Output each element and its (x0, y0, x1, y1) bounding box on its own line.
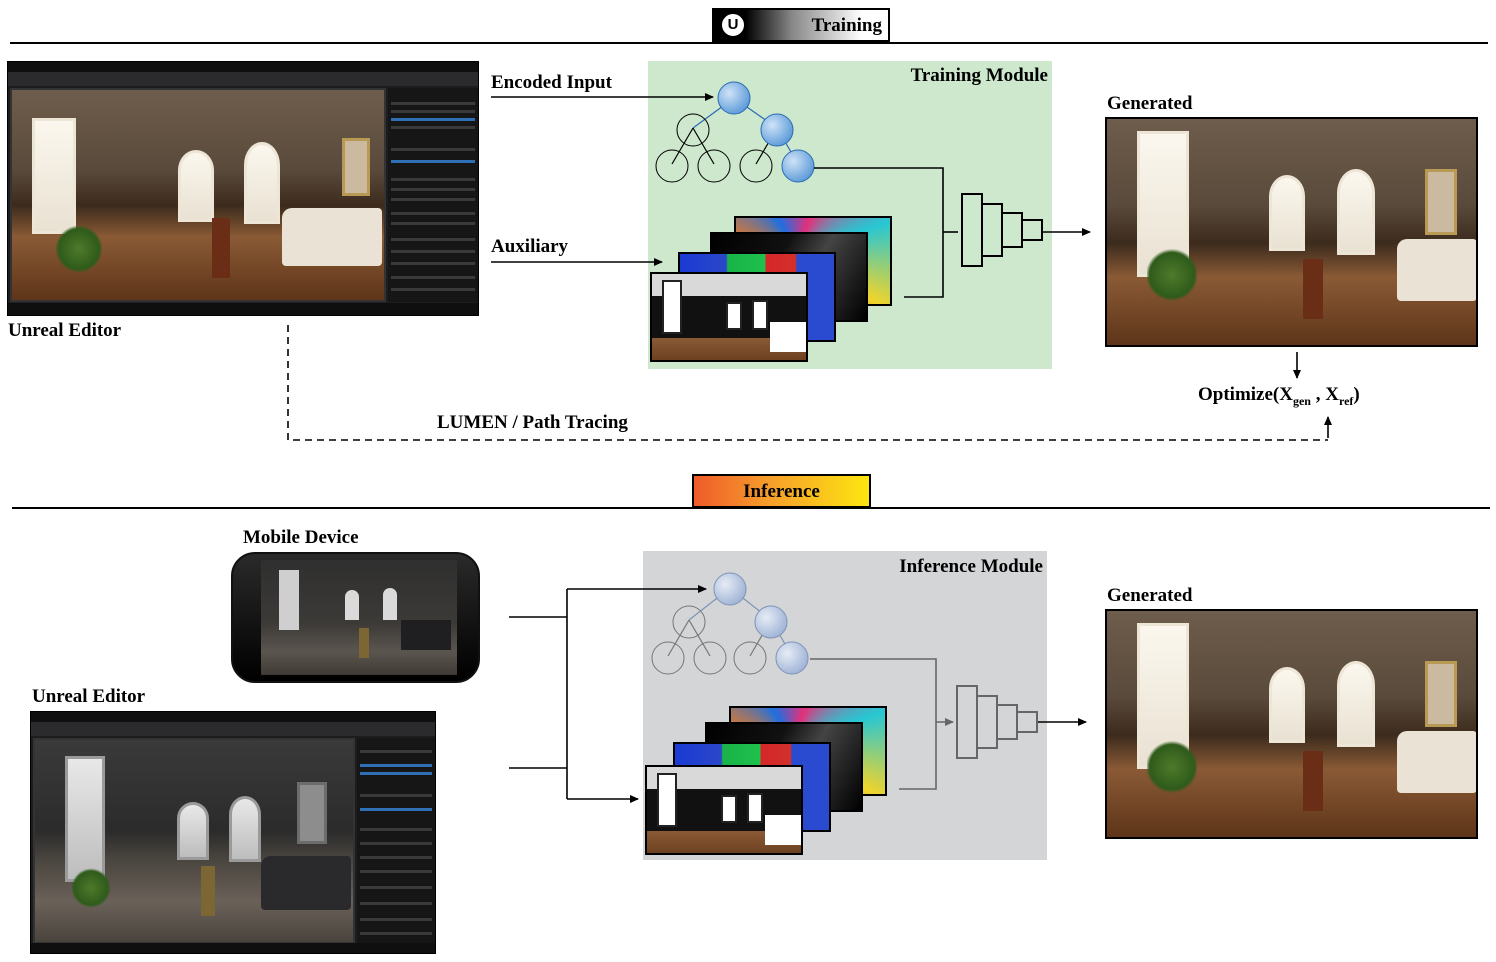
aux-map-segmentation-inference (645, 765, 803, 855)
viewport-render (10, 88, 386, 302)
unreal-editor-label-inference: Unreal Editor (32, 686, 146, 707)
inference-network-stack (956, 685, 1038, 759)
mobile-device-image (231, 552, 480, 683)
encoded-input-tree-inference (651, 572, 809, 675)
optimize-label: Optimize(Xgen , Xref) (1198, 384, 1360, 408)
training-arrows (287, 93, 1332, 441)
unreal-editor-label-training: Unreal Editor (8, 320, 122, 341)
aux-map-segmentation (650, 272, 808, 362)
generated-image-training (1105, 117, 1478, 347)
inference-divider (12, 507, 1490, 509)
auxiliary-label-training: Auxiliary (491, 236, 569, 257)
unreal-logo-icon: U (720, 12, 746, 38)
generated-label-training: Generated (1107, 93, 1193, 114)
training-divider (10, 42, 1488, 44)
viewport-render-inference (33, 738, 355, 944)
inference-arrows (509, 585, 1087, 803)
training-badge-label: Training (811, 15, 882, 36)
lumen-path-tracing-label: LUMEN / Path Tracing (437, 412, 628, 433)
inference-module-title: Inference Module (899, 556, 1043, 577)
generated-label-inference: Generated (1107, 585, 1193, 606)
encoded-input-tree-training (655, 81, 815, 183)
inference-badge-label: Inference (743, 481, 820, 502)
training-badge: U Training (712, 8, 890, 42)
encoded-input-label: Encoded Input (491, 72, 612, 93)
training-network-stack (961, 193, 1043, 267)
unreal-editor-screenshot-inference (30, 711, 436, 954)
generated-image-inference (1105, 609, 1478, 839)
inference-badge: Inference (692, 474, 871, 508)
mobile-device-label: Mobile Device (243, 527, 359, 548)
training-module-title: Training Module (910, 65, 1048, 86)
unreal-editor-screenshot-training (7, 61, 479, 316)
